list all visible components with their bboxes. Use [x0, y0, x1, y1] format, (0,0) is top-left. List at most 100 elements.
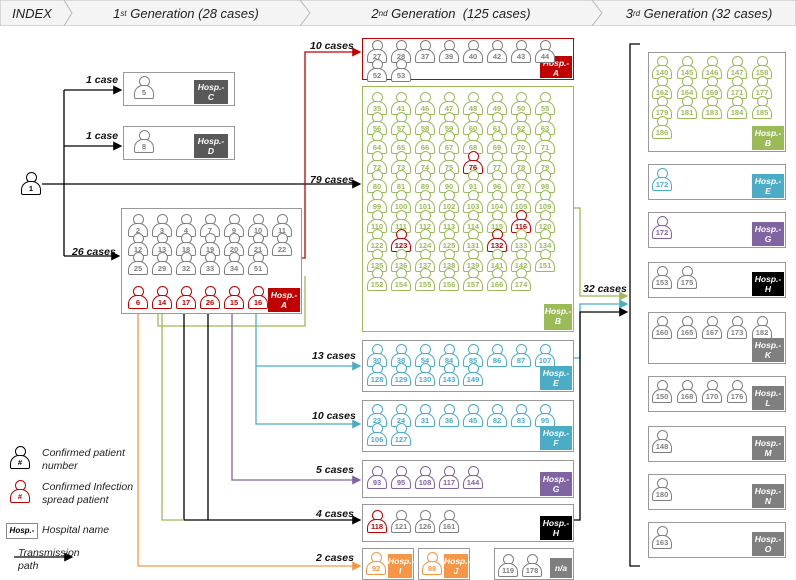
patient-icon: 170: [702, 380, 722, 403]
patient-number: 170: [702, 389, 722, 403]
patient-number: 150: [652, 389, 672, 403]
patient-icon: 186: [652, 116, 672, 139]
patient-number: 144: [463, 475, 483, 489]
patient-icon: 87: [511, 344, 531, 367]
patient-icon: 53: [391, 59, 411, 82]
patient-icon: 68: [463, 131, 483, 155]
patient-number: 172: [652, 225, 672, 239]
patient-icon: 60: [463, 111, 483, 135]
patient-icon: 66: [415, 131, 435, 155]
patient-icon: 139: [463, 248, 483, 272]
patient-icon: 59: [439, 111, 459, 135]
patient-icon: 32: [176, 252, 196, 275]
patient-icon: 51: [248, 252, 268, 275]
hosp-label-gen3-h: Hosp.- H: [752, 272, 784, 296]
patient-icon: 83: [511, 404, 531, 427]
patient-number: 31: [415, 413, 435, 427]
patient-number: 127: [391, 432, 411, 446]
patient-number: 40: [463, 49, 483, 63]
patient-number: 95: [391, 475, 411, 489]
patient-number: 175: [677, 275, 697, 289]
patient-number: 3: [152, 223, 172, 237]
patient-icon: 95: [535, 404, 555, 427]
patient-icon: 135: [367, 248, 387, 272]
patient-icon: 124: [415, 229, 435, 253]
patient-icon: 72: [367, 150, 387, 174]
patient-number: 33: [200, 261, 220, 275]
patient-number: 124: [415, 238, 435, 253]
patient-number: 119: [498, 563, 518, 577]
patient-icon: 15: [224, 286, 244, 309]
patient-number: 70: [511, 140, 531, 155]
header-arrows: [0, 0, 796, 26]
patient-number: 152: [367, 277, 387, 292]
patient-icon: 157: [463, 268, 483, 292]
patient-icon: 108: [415, 466, 435, 489]
patient-number: 115: [487, 218, 507, 233]
patient-icon: 77: [487, 150, 507, 174]
patient-icon: 152: [367, 268, 387, 292]
patient-icon: 153: [652, 266, 672, 289]
patient-icon: 172: [652, 168, 672, 191]
patient-icon: 40: [463, 40, 483, 63]
patient-icon: 180: [652, 478, 672, 501]
patient-number: 103: [463, 199, 483, 213]
legend-confirmed-label: Confirmed patient number: [42, 447, 125, 472]
hosp-label-gen2-i: Hosp.- I: [388, 554, 415, 578]
patient-icon: 166: [487, 268, 507, 292]
patient-number: 34: [224, 261, 244, 275]
legend-confirmed-icon: #: [10, 446, 30, 469]
patient-icon: 165: [677, 316, 697, 339]
patient-number: 83: [511, 413, 531, 427]
patient-icon: 12: [128, 233, 148, 256]
count-gen2-h: 4 cases: [316, 508, 354, 520]
patient-icon: 156: [439, 268, 459, 292]
patient-number: 25: [128, 261, 148, 275]
count-gen2-b: 79 cases: [310, 174, 354, 186]
patient-icon: 58: [415, 111, 435, 135]
patient-icon: 7: [200, 214, 220, 237]
patient-icon: 25: [128, 252, 148, 275]
patient-icon: 57: [391, 111, 411, 135]
legend-hosp-icon: Hosp.-: [6, 523, 38, 539]
patient-number: 95: [535, 413, 555, 427]
patient-number: 42: [487, 49, 507, 63]
hosp-label-gen2-h: Hosp.- H: [540, 516, 572, 540]
patient-number: 186: [652, 125, 672, 139]
patient-icon: 132: [487, 229, 507, 253]
patient-number: 54: [415, 353, 435, 367]
patient-icon: 34: [224, 252, 244, 275]
patient-icon: 102: [439, 190, 459, 213]
hosp-label-gen3-k: Hosp.- K: [752, 338, 784, 362]
patient-icon: 22: [272, 233, 292, 256]
patient-number: 66: [415, 140, 435, 155]
count-gen2-ij: 2 cases: [316, 552, 354, 564]
patient-icon: 119: [498, 554, 518, 577]
patient-icon: 118: [367, 510, 387, 533]
patient-number: 174: [511, 277, 531, 292]
patient-icon: 3: [152, 214, 172, 237]
patient-icon: 45: [463, 404, 483, 427]
patient-number: 161: [439, 519, 459, 533]
patient-number: 118: [367, 519, 387, 533]
patient-icon: 128: [367, 363, 387, 386]
patient-number: 100: [391, 199, 411, 213]
patient-icon: 172: [652, 216, 672, 239]
patient-number: 151: [535, 257, 555, 272]
patient-number: 24: [391, 413, 411, 427]
patient-number: 13: [152, 242, 172, 256]
patient-icon: 88: [422, 552, 442, 575]
patient-number: 53: [391, 68, 411, 82]
patient-icon: 143: [439, 363, 459, 386]
patient-icon: 38: [391, 344, 411, 367]
patient-number: 172: [652, 177, 672, 191]
patient-icon: 115: [487, 209, 507, 233]
patient-icon: 160: [652, 316, 672, 339]
hosp-label-gen2-f: Hosp.- F: [540, 426, 572, 450]
patient-icon: 31: [415, 404, 435, 427]
patient-icon: 16: [248, 286, 268, 309]
patient-icon: 155: [415, 268, 435, 292]
patient-icon: 21: [248, 233, 268, 256]
patient-number: 130: [415, 372, 435, 386]
